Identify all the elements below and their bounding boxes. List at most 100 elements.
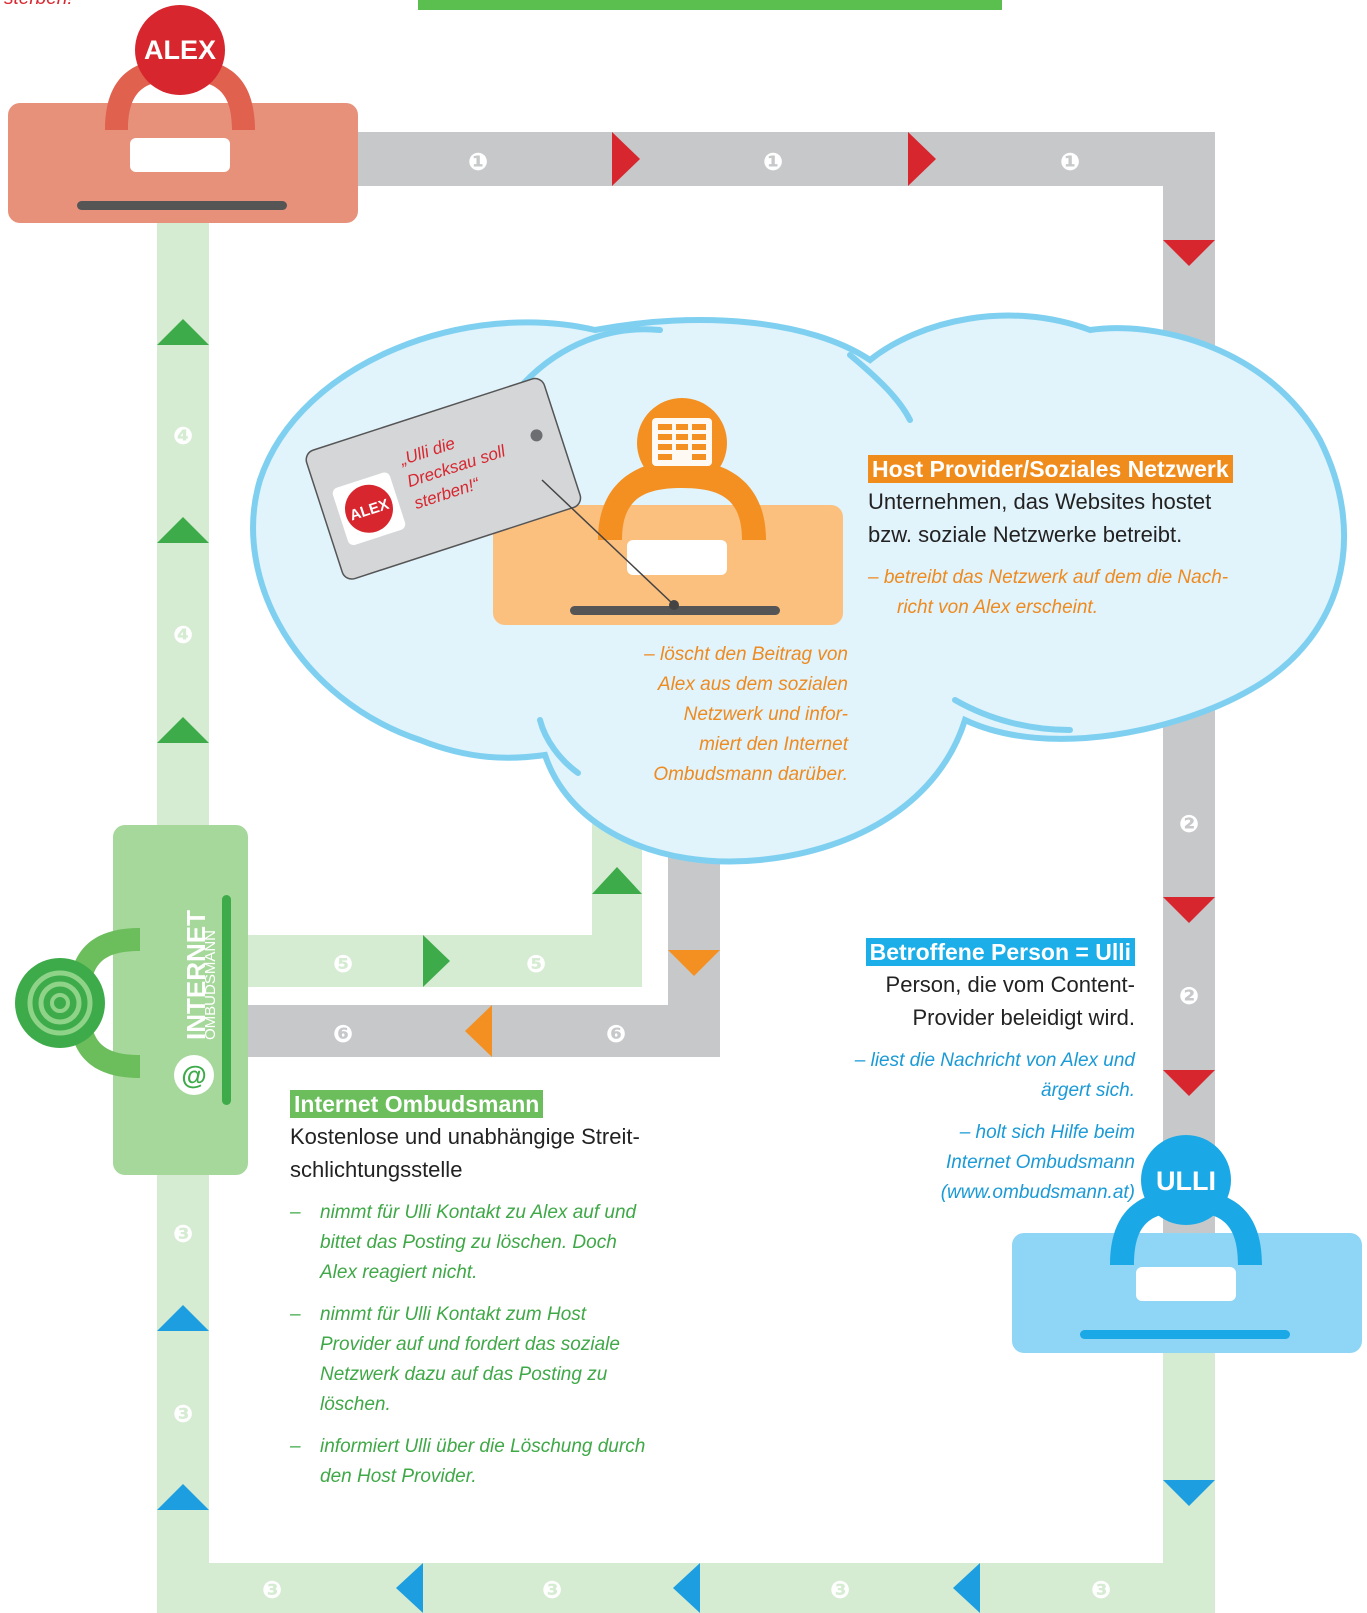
- affected-note-line: – liest die Nachricht von Alex und: [854, 1050, 1135, 1071]
- step3-number-f: ❸: [1091, 1576, 1111, 1604]
- posting-card: ALEX „Ulli die Drecksau soll sterben!“: [305, 377, 582, 580]
- arrow-step6-down: [668, 950, 720, 976]
- ombudsmann-logo-line1: INTERNET: [181, 910, 211, 1040]
- ombudsmann-logo-line2: OMBUDSMANN: [202, 930, 219, 1040]
- affected-description-line: Person, die vom Content-: [885, 972, 1135, 997]
- list-item-line: Provider auf und fordert das soziale: [320, 1334, 620, 1355]
- ulli-name: ULLI: [1156, 1166, 1216, 1196]
- ombudsmann-list: – nimmt für Ulli Kontakt zu Alex auf und…: [290, 1198, 750, 1492]
- affected-person-description: Person, die vom Content- Provider beleid…: [770, 968, 1135, 1034]
- ombudsmann-title: Internet Ombudsmann: [290, 1090, 544, 1118]
- arrow-step3-up-a: [157, 1484, 209, 1510]
- host-provider-action: – löscht den Beitrag von Alex aus dem so…: [548, 640, 848, 790]
- host-provider-action-line: Ombudsmann darüber.: [653, 764, 848, 785]
- host-provider-figure: [493, 398, 843, 625]
- building-icon: [652, 418, 712, 466]
- at-sign-icon: @: [174, 1055, 214, 1095]
- host-provider-action-line: Netzwerk und infor-: [683, 704, 848, 725]
- svg-text:@: @: [181, 1060, 206, 1090]
- step6-number-a: ❻: [333, 1020, 353, 1048]
- list-item-line: Netzwerk dazu auf das Posting zu: [320, 1364, 608, 1385]
- arrow-step1-a: [612, 132, 640, 186]
- affected-person-title: Betroffene Person = Ulli: [865, 938, 1135, 966]
- host-provider-action-line: miert den Internet: [699, 734, 848, 755]
- step2-number-b: ❷: [1179, 982, 1199, 1010]
- arrow-step1-b: [908, 132, 936, 186]
- step5-number-a: ❺: [333, 950, 353, 978]
- alex-figure: ALEX: [8, 5, 358, 223]
- path-step1-top: [330, 132, 1215, 186]
- host-provider-note: – betreibt das Netzwerk auf dem die Nach…: [868, 563, 1338, 623]
- affected-person-note2: – holt sich Hilfe beim Internet Ombudsma…: [770, 1118, 1135, 1208]
- arrow-step4-up-a: [157, 717, 209, 743]
- list-item-line: nimmt für Ulli Kontakt zu Alex auf und: [320, 1202, 637, 1223]
- step3-number-c: ❸: [262, 1576, 282, 1604]
- step3-number-b: ❸: [173, 1400, 193, 1428]
- arrow-step3-down: [1163, 1480, 1215, 1506]
- arrow-step6-left: [465, 1005, 492, 1057]
- step4-number-a: ❹: [173, 422, 193, 450]
- arrow-step3-left-a: [953, 1563, 980, 1613]
- arrow-step3-left-b: [673, 1563, 700, 1613]
- list-dash: –: [290, 1436, 301, 1457]
- list-item-line: Alex reagiert nicht.: [320, 1262, 478, 1283]
- list-dash: –: [290, 1202, 301, 1223]
- arrow-step3-left-c: [396, 1563, 423, 1613]
- ombudsmann-description: Kostenlose und unabhängige Streit- schli…: [290, 1120, 750, 1186]
- affected-note-line: Internet Ombudsmann: [945, 1152, 1135, 1173]
- step3-number-a: ❸: [173, 1220, 193, 1248]
- step5-number-b: ❺: [526, 950, 546, 978]
- step1-number-b: ❶: [763, 148, 783, 176]
- step3-number-d: ❸: [542, 1576, 562, 1604]
- top-bar-fragment: [418, 0, 1002, 10]
- host-provider-action-line: – löscht den Beitrag von: [644, 644, 848, 665]
- arrow-step5-right: [423, 935, 450, 987]
- list-item-line: löschen.: [320, 1394, 391, 1415]
- ombudsmann-description-line: schlichtungsstelle: [290, 1157, 463, 1182]
- host-provider-description: Unternehmen, das Websites hostet bzw. so…: [868, 485, 1338, 551]
- arrow-step2-a: [1163, 240, 1215, 266]
- host-provider-description-line: bzw. soziale Netzwerke betreibt.: [868, 522, 1183, 547]
- arrow-step4-up-c: [157, 319, 209, 345]
- top-fragment-text: sterben!: [4, 0, 73, 9]
- host-provider-title: Host Provider/Soziales Netzwerk: [868, 455, 1233, 483]
- host-provider-note-line: – betreibt das Netzwerk auf dem die Nach…: [868, 567, 1229, 588]
- host-provider-note-line: richt von Alex erscheint.: [897, 597, 1098, 618]
- arrow-step5-up: [592, 867, 642, 894]
- ulli-figure: ULLI: [1012, 1135, 1362, 1353]
- arrow-step2-c: [1163, 1070, 1215, 1096]
- host-provider-description-line: Unternehmen, das Websites hostet: [868, 489, 1212, 514]
- arrow-step4-up-b: [157, 517, 209, 543]
- arrow-step3-up-b: [157, 1305, 209, 1331]
- affected-person-note1: – liest die Nachricht von Alex und ärger…: [770, 1046, 1135, 1106]
- ombudsmann-list-item: – informiert Ulli über die Löschung durc…: [290, 1432, 750, 1492]
- list-item-line: informiert Ulli über die Löschung durch: [320, 1436, 646, 1457]
- spiral-icon: [27, 970, 93, 1036]
- host-provider-action-line: Alex aus dem sozialen: [657, 674, 848, 695]
- step3-number-e: ❸: [830, 1576, 850, 1604]
- affected-note-line: ärgert sich.: [1041, 1080, 1135, 1101]
- post-pointer-line: [541, 479, 675, 606]
- step1-number-c: ❶: [1060, 148, 1080, 176]
- ombudsmann-list-item: – nimmt für Ulli Kontakt zum Host Provid…: [290, 1300, 750, 1420]
- ombudsmann-figure: @ INTERNET OMBUDSMANN: [15, 825, 248, 1175]
- list-dash: –: [290, 1304, 301, 1325]
- step4-number-b: ❹: [173, 621, 193, 649]
- ombudsmann-list-item: – nimmt für Ulli Kontakt zu Alex auf und…: [290, 1198, 750, 1288]
- list-item-line: den Host Provider.: [320, 1466, 477, 1487]
- ombudsmann-description-line: Kostenlose und unabhängige Streit-: [290, 1124, 640, 1149]
- arrow-step2-b: [1163, 897, 1215, 923]
- list-item-line: nimmt für Ulli Kontakt zum Host: [320, 1304, 587, 1325]
- affected-person-label: Betroffene Person = Ulli Person, die vom…: [770, 938, 1135, 1208]
- step2-number-a: ❷: [1179, 810, 1199, 838]
- affected-description-line: Provider beleidigt wird.: [912, 1005, 1135, 1030]
- affected-note-line: (www.ombudsmann.at): [940, 1182, 1135, 1203]
- path-step5-vertical: [592, 820, 642, 987]
- step6-number-b: ❻: [606, 1020, 626, 1048]
- alex-name: ALEX: [144, 35, 216, 65]
- affected-note-line: – holt sich Hilfe beim: [959, 1122, 1135, 1143]
- ombudsmann-label: Internet Ombudsmann Kostenlose und unabh…: [290, 1090, 750, 1492]
- list-item-line: bittet das Posting zu löschen. Doch: [320, 1232, 617, 1253]
- step1-number-a: ❶: [468, 148, 488, 176]
- host-provider-label: Host Provider/Soziales Netzwerk Unterneh…: [868, 455, 1338, 623]
